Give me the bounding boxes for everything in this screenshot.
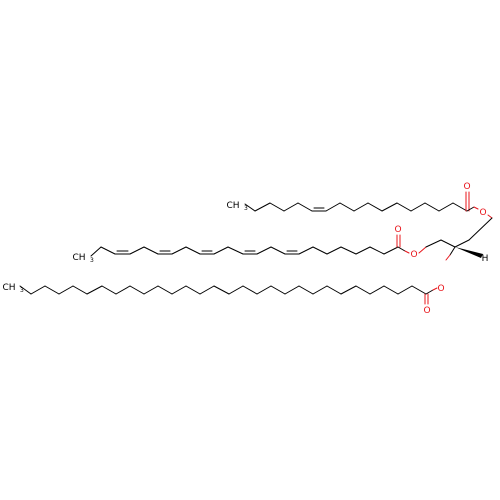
glycerol-backbone-bonds xyxy=(425,217,493,261)
methyl-label-chain-2: CH 3 xyxy=(72,253,94,264)
carbonyl-oxygen-3: O xyxy=(423,306,430,316)
svg-text:3: 3 xyxy=(20,287,24,294)
chain-2-bonds xyxy=(90,234,427,257)
ester-oxygen-2: O xyxy=(410,250,417,260)
svg-text:3: 3 xyxy=(90,257,94,264)
carbonyl-oxygen-2: O xyxy=(394,225,401,235)
ester-oxygen-3: O xyxy=(437,284,444,294)
svg-text:CH: CH xyxy=(72,253,85,263)
stereo-hydrogen: H xyxy=(482,254,489,264)
methyl-label-chain-1: CH 3 xyxy=(226,201,248,212)
methyl-label-chain-3: CH 3 xyxy=(2,283,24,294)
ester-oxygen-1: O xyxy=(479,208,486,218)
stereo-wedge xyxy=(455,247,483,258)
svg-text:3: 3 xyxy=(244,205,248,212)
atom-labels: O O O O O O H CH 3 CH 3 CH 3 xyxy=(2,182,488,316)
svg-text:CH: CH xyxy=(226,201,239,211)
chain-3-bonds xyxy=(19,285,438,305)
svg-text:CH: CH xyxy=(2,283,15,293)
chain-1-bonds xyxy=(244,191,493,219)
carbonyl-oxygen-1: O xyxy=(463,182,470,192)
